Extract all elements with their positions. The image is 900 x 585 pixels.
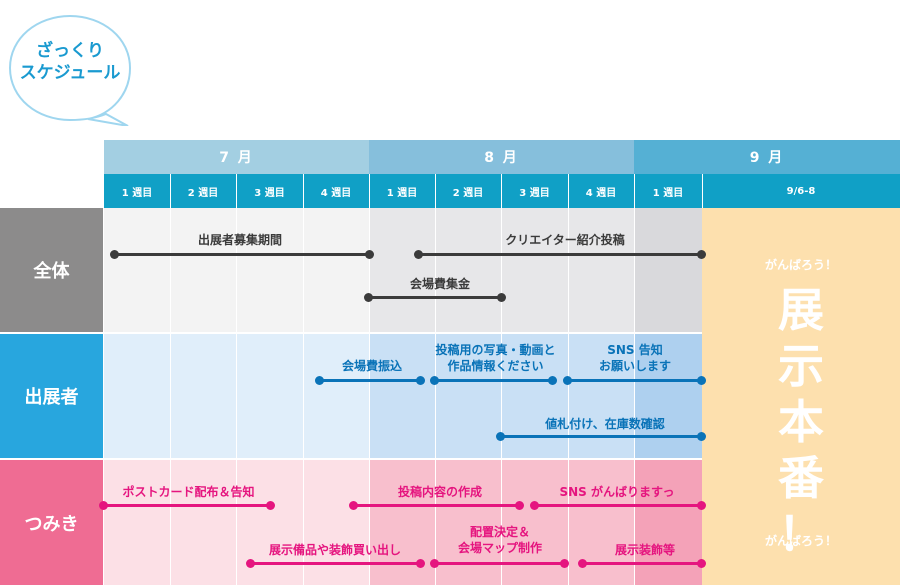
task-end-dot — [548, 376, 557, 385]
task-end-dot — [697, 376, 706, 385]
task-end-dot — [266, 501, 275, 510]
task-label-creator-intro: クリエイター紹介投稿 — [505, 233, 625, 247]
grid-line — [303, 174, 304, 585]
week-sep-event: 9/6-8 — [702, 174, 900, 208]
week-aug-1: 1 週目 — [369, 174, 435, 208]
task-end-dot — [416, 376, 425, 385]
task-label-sns-effort: SNS がんばりますっ — [559, 485, 675, 499]
task-bar-price-tag-stock — [501, 435, 702, 438]
task-end-dot — [515, 501, 524, 510]
task-bar-equipment-shopping — [251, 562, 421, 565]
task-start-dot — [414, 250, 423, 259]
task-bar-recruit-period — [115, 253, 370, 256]
task-label-venue-fee-transfer: 会場費振込 — [341, 359, 402, 373]
task-start-dot — [578, 559, 587, 568]
task-end-dot — [697, 432, 706, 441]
task-start-dot — [246, 559, 255, 568]
task-bar-sns-effort — [535, 504, 702, 507]
zentai-bg-september — [634, 208, 702, 332]
task-start-dot — [496, 432, 505, 441]
task-end-dot — [697, 250, 706, 259]
task-bar-exhibit-decoration — [583, 562, 702, 565]
task-label-exhibit-decoration: 展示装飾等 — [614, 543, 675, 557]
task-label-line: SNS 告知 — [607, 343, 663, 357]
task-start-dot — [563, 376, 572, 385]
row-label-tsumiki: つみき — [0, 460, 103, 585]
cheer-top: がんばろう！ — [764, 258, 837, 272]
task-label-line: 投稿用の写真・動画と — [435, 343, 556, 357]
exhibition-title: 展 示 本 番 ！ — [702, 282, 900, 562]
tsumiki-bg-september — [634, 460, 702, 585]
task-label-line: 会場マップ制作 — [457, 541, 542, 555]
week-jul-1: 1 週目 — [104, 174, 170, 208]
task-end-dot — [697, 559, 706, 568]
week-aug-3: 3 週目 — [501, 174, 568, 208]
task-label-equipment-shopping: 展示備品や装飾買い出し — [268, 543, 401, 557]
task-label-post-content-creation: 投稿内容の作成 — [397, 485, 482, 499]
task-label-line: 作品情報ください — [447, 359, 544, 373]
exhibition-title-char: ！ — [778, 507, 824, 561]
week-sep-1: 1 週目 — [634, 174, 702, 208]
row-label-shutten: 出展者 — [0, 334, 103, 458]
exhibition-title-char: 本 — [778, 395, 824, 449]
month-august: 8 月 — [369, 140, 634, 174]
task-start-dot — [430, 376, 439, 385]
task-end-dot — [560, 559, 569, 568]
badge-line-1: ざっくり — [36, 41, 104, 61]
task-bar-postcard-distribution — [104, 504, 271, 507]
exhibition-main-event — [702, 208, 900, 585]
week-jul-3: 3 週目 — [236, 174, 303, 208]
task-bar-sns-announcement — [568, 379, 702, 382]
badge-line-2: スケジュール — [19, 63, 121, 83]
exhibition-title-char: 示 — [778, 339, 824, 393]
row-divider — [104, 332, 702, 334]
task-start-dot — [99, 501, 108, 510]
row-divider — [104, 458, 702, 460]
task-label-sns-announcement: SNS 告知 お願いします — [575, 342, 695, 374]
week-aug-4: 4 週目 — [568, 174, 634, 208]
task-label-postcard-distribution: ポストカード配布＆告知 — [122, 485, 255, 499]
exhibition-title-char: 番 — [778, 451, 824, 505]
task-end-dot — [697, 501, 706, 510]
task-label-venue-fee-collection: 会場費集金 — [409, 277, 470, 291]
task-label-price-tag-stock: 値札付け、在庫数確認 — [545, 417, 665, 431]
cheer-bottom: がんばろう！ — [764, 534, 837, 548]
schedule-badge-title: ざっくり スケジュール — [8, 40, 132, 84]
task-end-dot — [365, 250, 374, 259]
task-end-dot — [416, 559, 425, 568]
task-bar-photo-video-request — [435, 379, 553, 382]
month-july: 7 月 — [104, 140, 369, 174]
task-label-line: お願いします — [598, 359, 671, 373]
month-september: 9 月 — [634, 140, 900, 174]
task-end-dot — [497, 293, 506, 302]
task-label-layout-map: 配置決定＆ 会場マップ制作 — [440, 524, 560, 556]
task-label-photo-video-request: 投稿用の写真・動画と 作品情報ください — [418, 342, 573, 374]
schedule-badge-bubble — [8, 14, 132, 126]
week-jul-4: 4 週目 — [303, 174, 369, 208]
grid-line — [702, 174, 703, 208]
task-start-dot — [430, 559, 439, 568]
grid-line — [170, 174, 171, 585]
week-aug-2: 2 週目 — [435, 174, 501, 208]
task-bar-post-content-creation — [354, 504, 520, 507]
grid-line — [236, 174, 237, 585]
task-bar-layout-map — [435, 562, 565, 565]
task-start-dot — [364, 293, 373, 302]
task-start-dot — [349, 501, 358, 510]
task-bar-venue-fee-collection — [369, 296, 502, 299]
task-label-recruit-period: 出展者募集期間 — [197, 233, 282, 247]
task-start-dot — [110, 250, 119, 259]
task-bar-creator-intro — [419, 253, 702, 256]
row-label-zentai: 全体 — [0, 208, 103, 332]
task-label-line: 配置決定＆ — [469, 525, 530, 539]
task-start-dot — [315, 376, 324, 385]
exhibition-title-char: 展 — [778, 283, 824, 337]
week-jul-2: 2 週目 — [170, 174, 236, 208]
task-bar-venue-fee-transfer — [320, 379, 421, 382]
task-start-dot — [530, 501, 539, 510]
